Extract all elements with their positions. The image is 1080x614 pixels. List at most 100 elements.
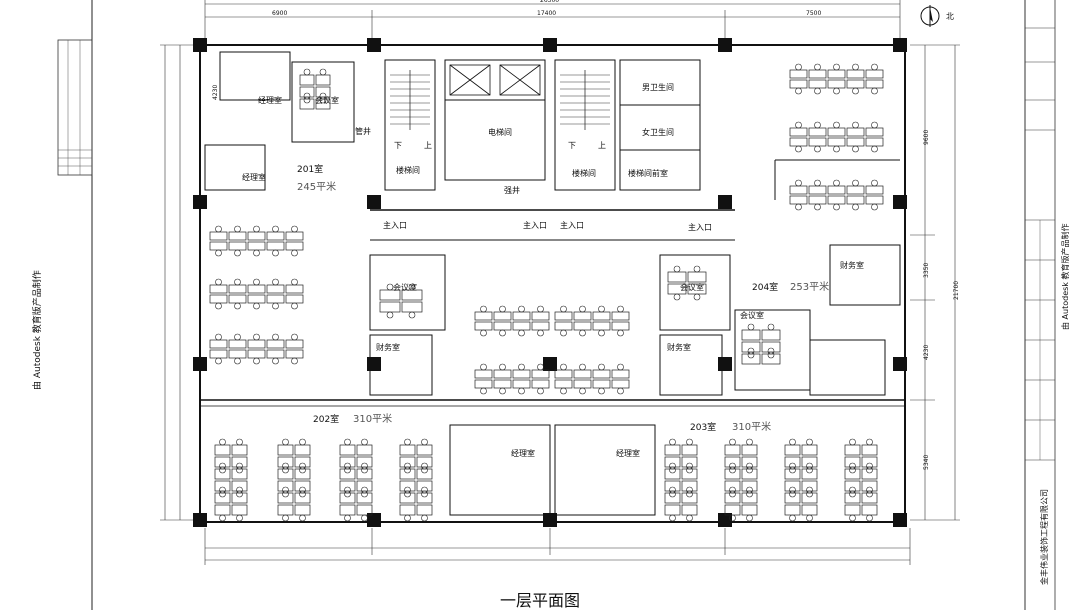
desk [741,492,758,504]
chair-icon [518,329,525,337]
desk [339,492,356,504]
desk [315,74,331,86]
chair-icon [849,438,856,446]
chair-icon [282,466,289,474]
desk [247,231,266,241]
desk [861,468,878,480]
desk [861,444,878,456]
desk [209,284,228,294]
chair-icon [833,63,840,71]
chair-icon [480,387,487,395]
label-entry-2: 主入口 [523,220,547,230]
desk [664,480,681,492]
desk [808,127,827,137]
desk [214,444,231,456]
chair-icon [319,96,327,104]
desk [865,137,884,147]
desk [664,444,681,456]
desk [861,480,878,492]
chair-icon [299,486,306,494]
chair-icon [253,302,260,310]
desk [294,492,311,504]
chair-icon [234,302,241,310]
chair-icon [236,462,243,470]
structural-columns [193,38,907,527]
desk [789,185,808,195]
desk [214,456,231,468]
desk [214,492,231,504]
desk [784,504,801,516]
chair-icon [299,514,306,522]
desk [266,284,285,294]
chair-icon [215,302,222,310]
chair-icon [871,87,878,95]
chair-icon [729,438,736,446]
chair-icon [747,351,755,359]
desk [231,480,248,492]
chair-icon [866,462,873,470]
chair-icon [598,305,605,313]
desk [228,349,247,359]
desk [784,444,801,456]
chair-icon [852,87,859,95]
chair-icon [361,486,368,494]
chair-icon [480,305,487,313]
desk [865,79,884,89]
chair-icon [480,363,487,371]
label-up-right: 上 [598,141,606,150]
desk [664,456,681,468]
stair-right-icon [560,70,610,130]
chair-icon [795,63,802,71]
desk [209,231,228,241]
chair-icon [215,225,222,233]
chair-icon [236,490,243,498]
desk [285,284,304,294]
chair-icon [421,438,428,446]
desk [865,69,884,79]
chair-icon [686,490,693,498]
desk [356,492,373,504]
right-title-block [1024,0,1056,610]
chair-icon [537,305,544,313]
desk [681,456,698,468]
chair-icon [421,486,428,494]
chair-icon [272,225,279,233]
north-arrow-icon [920,5,940,27]
chair-icon [806,466,813,474]
chair-icon [673,265,681,273]
chair-icon [560,387,567,395]
chair-icon [421,466,428,474]
desk [266,339,285,349]
desk [512,379,531,389]
label-meeting-4: 会议室 [740,310,764,320]
chair-icon [537,387,544,395]
desk [761,341,781,353]
chair-icon [215,278,222,286]
desk [844,504,861,516]
chair-icon [729,466,736,474]
label-stair-left: 楼梯间 [396,165,420,175]
desk [801,468,818,480]
desk [573,369,592,379]
chair-icon [404,486,411,494]
label-shaft2: 强井 [504,185,520,195]
desk [285,241,304,251]
desk [861,492,878,504]
desk [231,492,248,504]
chair-icon [291,302,298,310]
right-dimension-lines [910,44,960,521]
desk [664,504,681,516]
chair-icon [537,329,544,337]
chair-icon [291,357,298,365]
chair-icon [833,203,840,211]
chair-icon [852,203,859,211]
chair-icon [729,514,736,522]
chair-icon [669,462,676,470]
label-elevator: 电梯间 [488,127,512,137]
desk [266,231,285,241]
desk [285,294,304,304]
chair-icon [871,63,878,71]
desk [214,480,231,492]
desk [356,456,373,468]
